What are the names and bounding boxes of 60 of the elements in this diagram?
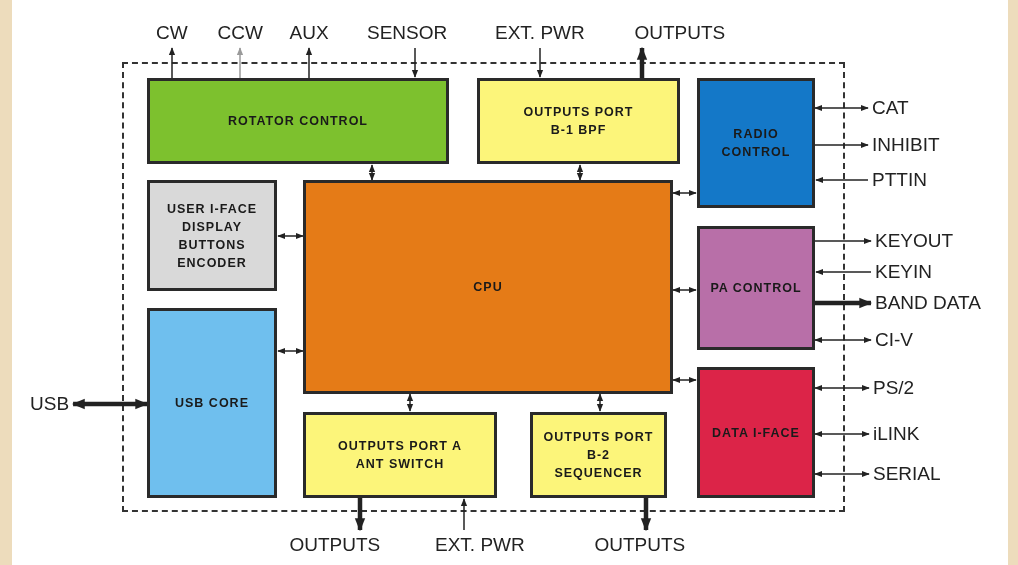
- arrow: [354, 498, 366, 532]
- function-block: OUTPUTS PORT B-2 SEQUENCER: [530, 412, 667, 498]
- function-block: DATA I-FACE: [697, 367, 815, 498]
- arrow: [815, 268, 872, 276]
- dashed-boundary: [122, 62, 845, 512]
- signal-label: CW: [156, 22, 188, 44]
- signal-label: BAND DATA: [875, 292, 981, 314]
- arrow: [814, 104, 869, 112]
- signal-label: CCW: [217, 22, 263, 44]
- arrow: [636, 46, 648, 78]
- signal-label: CI-V: [875, 329, 913, 351]
- arrow: [71, 398, 149, 410]
- arrow: [168, 47, 176, 79]
- signal-label: INHIBIT: [872, 134, 940, 156]
- arrow: [814, 336, 872, 344]
- signal-label: OUTPUTS: [634, 22, 726, 44]
- signal-label: iLINK: [873, 423, 920, 445]
- arrow: [411, 47, 419, 78]
- arrow: [277, 232, 304, 240]
- arrow: [672, 189, 697, 197]
- function-block: RADIO CONTROL: [697, 78, 815, 208]
- arrow: [460, 498, 468, 531]
- arrow: [814, 237, 872, 245]
- arrow: [672, 286, 697, 294]
- arrow: [672, 376, 697, 384]
- arrow: [814, 430, 870, 438]
- signal-label: EXT. PWR: [435, 534, 525, 556]
- signal-label: USB: [30, 393, 70, 415]
- function-block: USB CORE: [147, 308, 277, 498]
- arrow: [814, 384, 870, 392]
- function-block: OUTPUTS PORT A ANT SWITCH: [303, 412, 497, 498]
- arrow: [815, 176, 869, 184]
- arrow: [236, 47, 244, 79]
- function-block: ROTATOR CONTROL: [147, 78, 449, 164]
- arrow: [305, 47, 313, 79]
- function-block: CPU: [303, 180, 673, 394]
- function-block: OUTPUTS PORT B-1 BPF: [477, 78, 680, 164]
- arrow: [596, 393, 604, 412]
- signal-label: SERIAL: [873, 463, 941, 485]
- signal-label: AUX: [289, 22, 329, 44]
- signal-label: OUTPUTS: [594, 534, 686, 556]
- function-block: USER I-FACE DISPLAY BUTTONS ENCODER: [147, 180, 277, 291]
- arrow: [576, 164, 584, 181]
- signal-label: KEYOUT: [875, 230, 954, 252]
- arrow: [277, 347, 304, 355]
- signal-label: CAT: [872, 97, 909, 119]
- arrow: [814, 141, 869, 149]
- signal-label: PS/2: [873, 377, 915, 399]
- arrow: [406, 393, 414, 412]
- arrow: [536, 47, 544, 78]
- arrow: [815, 297, 873, 309]
- signal-label: SENSOR: [367, 22, 448, 44]
- function-block: PA CONTROL: [697, 226, 815, 350]
- signal-label: EXT. PWR: [495, 22, 585, 44]
- arrow: [814, 470, 870, 478]
- signal-label: OUTPUTS: [289, 534, 381, 556]
- signal-label: KEYIN: [875, 261, 933, 283]
- arrow: [368, 164, 376, 181]
- arrow: [640, 498, 652, 532]
- signal-label: PTTIN: [872, 169, 927, 191]
